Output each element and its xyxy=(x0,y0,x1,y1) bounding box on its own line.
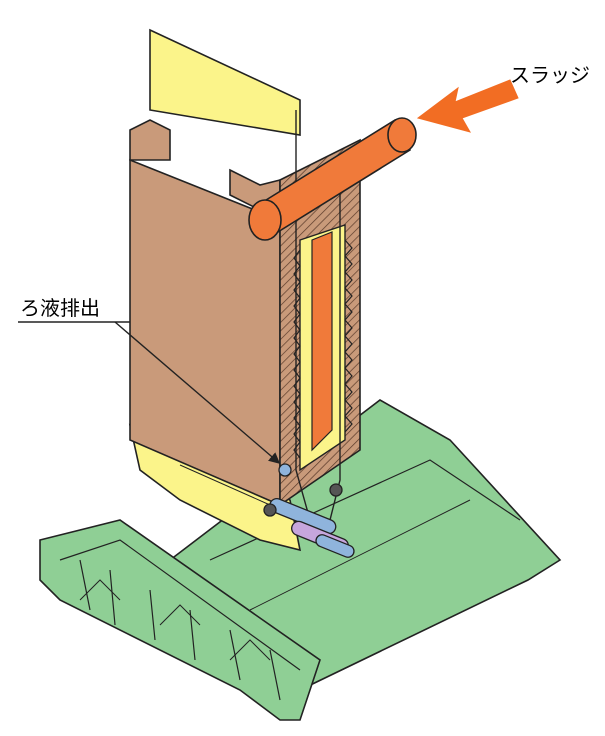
bottom-rollers xyxy=(263,463,355,558)
filtrate-discharge-label: ろ液排出 xyxy=(20,296,100,320)
leader-arrow-icon xyxy=(114,321,281,464)
sludge-label: スラッジ xyxy=(510,63,590,87)
frame-rail xyxy=(39,519,321,721)
filter-chamber xyxy=(293,110,353,521)
feed-pipe xyxy=(248,117,417,241)
feed-arrow-icon xyxy=(416,79,519,133)
